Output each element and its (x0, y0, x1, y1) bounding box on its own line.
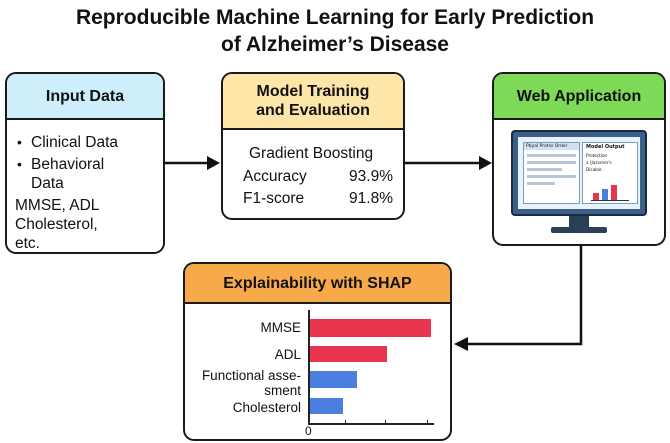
mini-bar-chart-icon (591, 185, 629, 201)
model-training-header: Model Training and Evaluation (223, 74, 403, 130)
feature-label-mmse: MMSE (185, 320, 302, 335)
monitor-screen: Pbyal Protss Order Model Output Protecti… (511, 130, 647, 216)
feature-label-functional: Functional asse- sment (185, 368, 301, 398)
form-field-line (527, 161, 576, 164)
shap-tick (385, 420, 386, 424)
form-field-line (527, 182, 555, 185)
shap-y-axis (308, 310, 310, 424)
arrow-model-to-web (405, 156, 492, 170)
web-application-heading: Web Application (516, 87, 642, 105)
shap-bar-functional (309, 371, 357, 388)
model-heading-line-1: Model Training (256, 83, 370, 100)
model-training-body: Gradient Boosting Accuracy 93.9% F1-scor… (223, 130, 403, 208)
web-application-header: Web Application (494, 74, 664, 120)
model-training-box: Model Training and Evaluation Gradient B… (221, 72, 405, 220)
shap-bar-cholesterol (309, 398, 343, 414)
output-line: Protection (586, 153, 608, 158)
output-title: Model Output (586, 144, 625, 150)
arrow-web-to-shap (454, 244, 583, 351)
output-line: a (Jazvmer's (586, 160, 612, 165)
form-field-line (527, 175, 576, 178)
shap-tick (427, 420, 428, 424)
page-title: Reproducible Machine Learning for Early … (0, 4, 670, 58)
monitor-neck (569, 216, 589, 228)
shap-axis-zero-label: 0 (305, 424, 312, 438)
input-data-heading: Input Data (45, 87, 125, 105)
title-line-2: of Alzheimer’s Disease (221, 33, 449, 56)
feature-label-text: Cholesterol (232, 400, 301, 415)
feature-label-text: sment (264, 383, 301, 398)
metric-row-accuracy: Accuracy 93.9% (243, 167, 393, 186)
metric-name: F1-score (243, 190, 305, 207)
input-data-box: Input Data Clinical Data Behavioral Data… (5, 72, 165, 254)
arrow-input-to-model (165, 156, 220, 170)
form-title: Pbyal Protss Order (524, 143, 579, 150)
shap-heading: Explainability with SHAP (223, 274, 412, 292)
web-application-box: Web Application Pbyal Protss Order Model… (492, 72, 666, 246)
form-field-line (527, 154, 576, 157)
screen-inner: Pbyal Protss Order Model Output Protecti… (518, 137, 640, 209)
form-field-line (527, 168, 562, 171)
feature-label-cholesterol: Cholesterol (185, 400, 301, 415)
input-data-extra-1: MMSE, ADL (15, 197, 100, 214)
input-data-extra-3: etc. (15, 235, 40, 252)
monitor-icon: Pbyal Protss Order Model Output Protecti… (511, 130, 647, 240)
shap-header: Explainability with SHAP (185, 264, 450, 304)
shap-tick (345, 420, 346, 424)
metric-row-f1: F1-score 91.8% (243, 189, 393, 208)
shap-box: Explainability with SHAP MMSE ADL Functi… (183, 262, 452, 441)
feature-label-text: Functional asse- (201, 368, 301, 383)
shap-bar-mmse (309, 319, 431, 337)
feature-label-text: MMSE (260, 320, 302, 335)
output-panel: Model Output Protection a (Jazvmer's Dis… (582, 142, 638, 204)
input-data-body: Clinical Data Behavioral Data MMSE, ADL … (7, 120, 163, 252)
shap-chart: MMSE ADL Functional asse- sment Choleste… (185, 304, 450, 439)
output-line: Disable (586, 167, 602, 172)
form-panel: Pbyal Protss Order (523, 142, 580, 204)
algorithm-name: Gradient Boosting (249, 145, 374, 162)
list-item: Clinical Data (15, 133, 157, 152)
shap-bar-adl (309, 346, 387, 362)
input-data-extra-2: Cholesterol, (15, 216, 98, 233)
metric-value: 91.8% (349, 190, 393, 207)
model-heading-line-2: and Evaluation (256, 102, 370, 119)
shap-x-axis (308, 423, 434, 425)
monitor-base (551, 227, 607, 233)
feature-label-adl: ADL (185, 347, 301, 362)
list-item: Behavioral (15, 155, 157, 174)
feature-label-text: ADL (274, 347, 301, 362)
title-line-1: Reproducible Machine Learning for Early … (75, 6, 595, 29)
input-data-continuation: Data (31, 175, 64, 192)
input-data-list: Clinical Data Behavioral (15, 133, 157, 174)
input-data-header: Input Data (7, 74, 163, 120)
metric-name: Accuracy (243, 168, 307, 185)
metric-value: 93.9% (349, 168, 393, 185)
